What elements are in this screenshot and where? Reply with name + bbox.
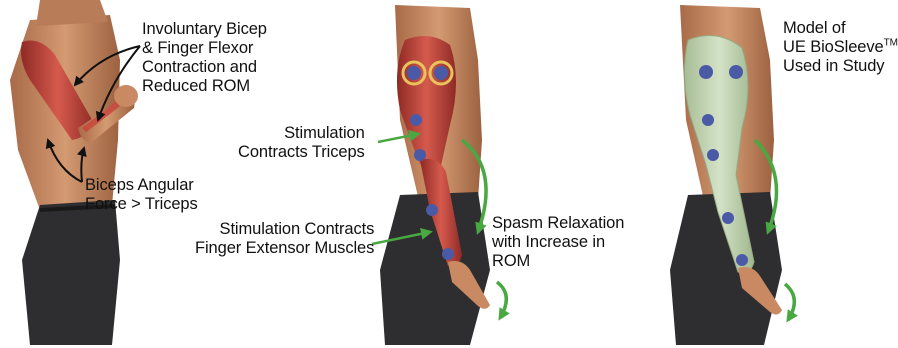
trademark-mark: TM (884, 38, 898, 49)
left-shorts (22, 200, 120, 345)
middle-figure (380, 5, 490, 345)
label-biceps-angular-force: Biceps Angular Force > Triceps (85, 176, 198, 214)
label-stimulation-triceps: Stimulation Contracts Triceps (238, 124, 365, 162)
label-stimulation-extensor: Stimulation Contracts Finger Extensor Mu… (195, 220, 374, 258)
label-model-of-biosleeve: Model of UE BioSleeveTM Used in Study (783, 19, 898, 76)
label-model-line3: Used in Study (783, 57, 884, 75)
left-fist (114, 85, 138, 107)
label-involuntary-contraction: Involuntary Bicep & Finger Flexor Contra… (142, 20, 267, 96)
label-model-line1: Model of (783, 19, 846, 37)
right-figure (670, 5, 782, 345)
arrow-hand-curl (497, 282, 506, 318)
label-model-line2: UE BioSleeve (783, 38, 884, 56)
label-spasm-relaxation: Spasm Relaxation with Increase in ROM (492, 214, 624, 271)
left-neck (36, 0, 108, 26)
